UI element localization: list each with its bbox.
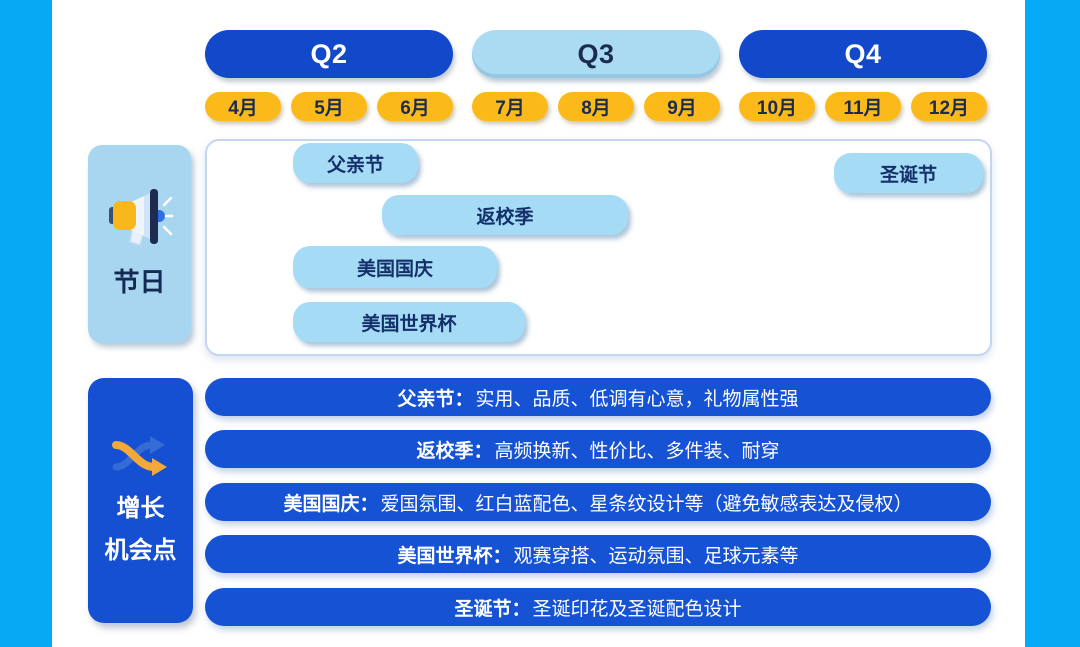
quarter-pill-q4: Q4 bbox=[739, 30, 987, 78]
holiday-pill-fathers-day: 父亲节 bbox=[293, 143, 418, 183]
megaphone-icon bbox=[107, 189, 174, 252]
growth-sidebar-label-line1: 增长 bbox=[116, 495, 165, 522]
growth-bar-desc: 高频换新、性价比、多件装、耐穿 bbox=[494, 440, 780, 462]
month-group-q4: 10月 11月 12月 bbox=[739, 92, 987, 121]
growth-bar-desc: 实用、品质、低调有心意，礼物属性强 bbox=[475, 388, 799, 410]
quarter-pill-q2: Q2 bbox=[205, 30, 453, 78]
month-pill-oct: 10月 bbox=[739, 92, 815, 121]
holiday-pill-christmas: 圣诞节 bbox=[834, 153, 983, 193]
growth-bar-desc: 爱国氛围、红白蓝配色、星条纹设计等（避免敏感表达及侵权） bbox=[380, 493, 913, 515]
growth-bar-desc: 圣诞印花及圣诞配色设计 bbox=[532, 598, 742, 620]
growth-bar-fathers-day: 父亲节：实用、品质、低调有心意，礼物属性强 bbox=[205, 378, 991, 416]
growth-bar-christmas: 圣诞节：圣诞印花及圣诞配色设计 bbox=[205, 588, 991, 626]
growth-bar-title: 美国世界杯： bbox=[397, 545, 512, 567]
shuffle-icon bbox=[111, 432, 170, 485]
growth-bar-title: 返校季： bbox=[416, 440, 493, 462]
month-pill-aug: 8月 bbox=[558, 92, 634, 121]
left-edge-band bbox=[0, 0, 52, 647]
growth-sidebar-label-line2: 机会点 bbox=[104, 537, 177, 564]
holiday-pill-back-to-school: 返校季 bbox=[382, 195, 628, 235]
holiday-pill-us-national-day: 美国国庆 bbox=[293, 246, 497, 288]
right-edge-band bbox=[1025, 0, 1080, 647]
month-pill-may: 5月 bbox=[291, 92, 367, 121]
month-group-q2: 4月 5月 6月 bbox=[205, 92, 453, 121]
month-pill-sep: 9月 bbox=[644, 92, 720, 121]
growth-bar-title: 美国国庆： bbox=[283, 493, 379, 515]
month-group-q3: 7月 8月 9月 bbox=[472, 92, 720, 121]
growth-bar-us-world-cup: 美国世界杯：观赛穿搭、运动氛围、足球元素等 bbox=[205, 535, 991, 573]
month-pill-apr: 4月 bbox=[205, 92, 281, 121]
holidays-sidebar-label: 节日 bbox=[113, 267, 166, 297]
holidays-sidebar: 节日 bbox=[88, 145, 191, 343]
month-pill-jul: 7月 bbox=[472, 92, 548, 121]
quarter-pill-q3: Q3 bbox=[472, 30, 720, 78]
holiday-pill-us-world-cup: 美国世界杯 bbox=[293, 302, 525, 342]
growth-bar-title: 圣诞节： bbox=[454, 598, 531, 620]
growth-bar-back-to-school: 返校季：高频换新、性价比、多件装、耐穿 bbox=[205, 430, 991, 468]
month-pill-jun: 6月 bbox=[377, 92, 453, 121]
growth-sidebar: 增长 机会点 bbox=[88, 378, 193, 623]
growth-bar-us-national-day: 美国国庆：爱国氛围、红白蓝配色、星条纹设计等（避免敏感表达及侵权） bbox=[205, 483, 991, 521]
month-pill-dec: 12月 bbox=[911, 92, 987, 121]
growth-bar-title: 父亲节： bbox=[397, 388, 474, 410]
growth-bar-desc: 观赛穿搭、运动氛围、足球元素等 bbox=[513, 545, 799, 567]
month-pill-nov: 11月 bbox=[825, 92, 901, 121]
